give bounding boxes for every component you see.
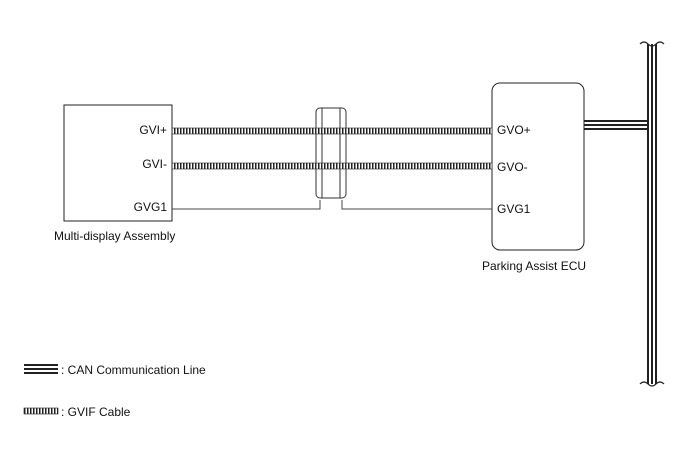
can-branch-line <box>584 120 648 130</box>
parking-assist-ecu-label: Parking Assist ECU <box>482 259 586 273</box>
pin-gvo-plus: GVO+ <box>497 123 531 137</box>
pin-gvg1-display: GVG1 <box>134 200 168 214</box>
parking-assist-ecu: GVO+ GVO- GVG1 <box>491 82 585 251</box>
legend-gvif-cable-label: : GVIF Cable <box>61 405 131 419</box>
legend-can-line <box>24 364 58 374</box>
pin-gvo-minus: GVO- <box>497 160 528 174</box>
pin-gvi-plus: GVI+ <box>139 123 167 137</box>
multi-display-assembly: GVI+ GVI- GVG1 <box>63 104 173 222</box>
cable-shield <box>315 107 347 199</box>
pin-gvi-minus: GVI- <box>142 157 167 171</box>
gvif-cable-plus <box>171 127 493 135</box>
legend-gvif-cable <box>23 407 59 415</box>
gvg1-wire-left <box>172 200 321 210</box>
legend-can-line-label: : CAN Communication Line <box>61 363 206 377</box>
multi-display-assembly-label: Multi-display Assembly <box>54 229 175 243</box>
can-bus-vertical <box>639 41 665 387</box>
gvg1-wire-right <box>341 200 492 210</box>
pin-gvg1-ecu: GVG1 <box>497 202 531 216</box>
gvif-cable-minus <box>171 162 493 170</box>
